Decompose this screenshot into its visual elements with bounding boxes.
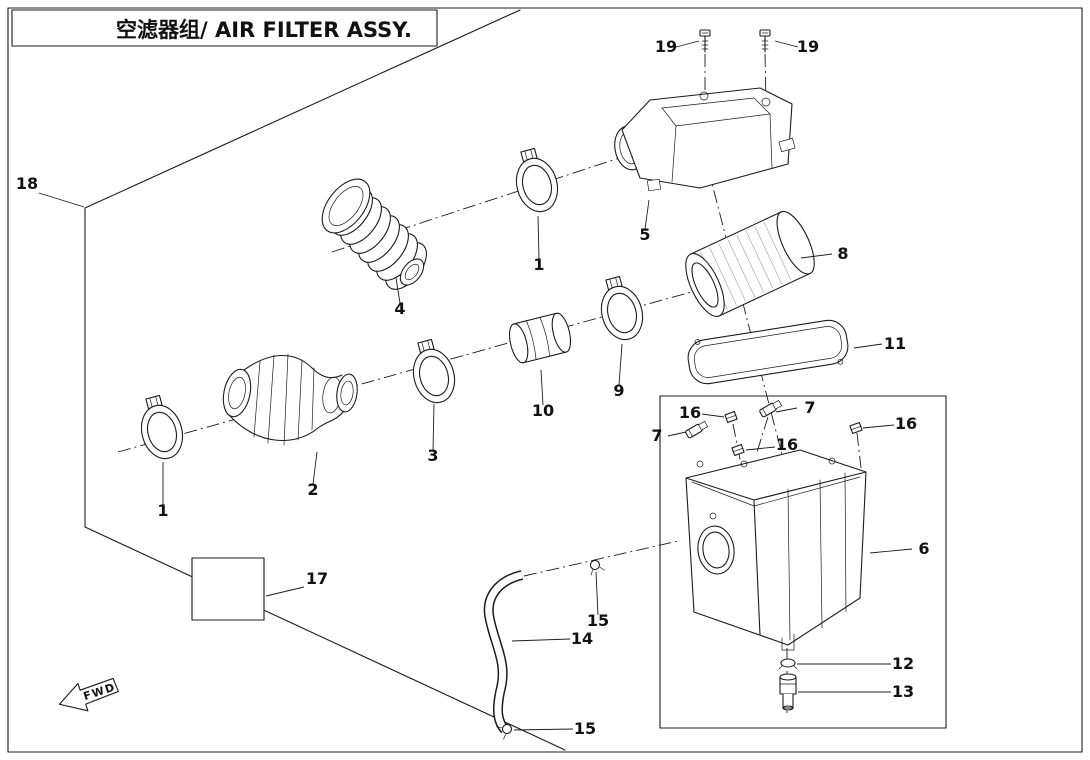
nut-clip-b [731,443,745,457]
drain-hose [483,570,524,734]
page-border [7,7,1083,753]
part-number-19: 19 [797,37,819,56]
part-number-7: 7 [651,426,662,445]
corrugated-duct [321,178,427,290]
hose-clamp-filter [600,275,644,341]
title-box [11,9,438,47]
airbox-detail-box [659,395,947,729]
filter-cover [614,87,796,192]
hose-clamp-upper [515,147,559,213]
screw-right [759,29,771,53]
warning-sticker [191,557,265,621]
hose-clip-lower [496,723,513,740]
part-number-6: 6 [918,539,929,558]
part-number-5: 5 [639,225,650,244]
part-number-15: 15 [587,611,609,630]
part-number-4: 4 [394,299,405,318]
nut-clip-a [724,410,738,424]
part-number-16: 16 [895,414,917,433]
page-title: 空滤器组/ AIR FILTER ASSY. [116,18,412,42]
part-number-13: 13 [892,682,914,701]
breather-fitting-right [759,399,783,418]
assembly-boundary-outline [84,9,566,751]
part-number-11: 11 [884,334,906,353]
part-number-18: 18 [16,174,38,193]
part-number-2: 2 [307,480,318,499]
intake-sleeve [508,312,572,364]
part-number-16: 16 [776,435,798,454]
intake-elbow [222,353,358,446]
hose-clamp-lower [140,394,184,460]
part-number-8: 8 [837,244,848,263]
screw-left [699,29,711,53]
part-number-1: 1 [533,255,544,274]
leader-lines [38,40,913,731]
part-number-9: 9 [613,381,624,400]
part-number-16: 16 [679,403,701,422]
title-block: 空滤器组/ AIR FILTER ASSY. [11,9,438,47]
part-number-15: 15 [574,719,596,738]
part-number-7: 7 [804,398,815,417]
breather-fitting-left [685,420,709,439]
airbox-gasket [687,319,849,385]
part-number-14: 14 [571,629,593,648]
fwd-arrow: FWD [58,677,119,712]
part-number-10: 10 [532,401,554,420]
nut-clip-c [849,421,863,435]
part-number-12: 12 [892,654,914,673]
airbox-body [685,449,867,651]
drain-plug [779,673,797,711]
hose-clip-upper [589,559,605,576]
hose-clamp-mid [412,338,456,404]
part-number-1: 1 [157,501,168,520]
drain-clip [778,658,798,670]
part-number-19: 19 [655,37,677,56]
filter-element [685,210,815,317]
part-number-17: 17 [306,569,328,588]
part-number-3: 3 [427,446,438,465]
